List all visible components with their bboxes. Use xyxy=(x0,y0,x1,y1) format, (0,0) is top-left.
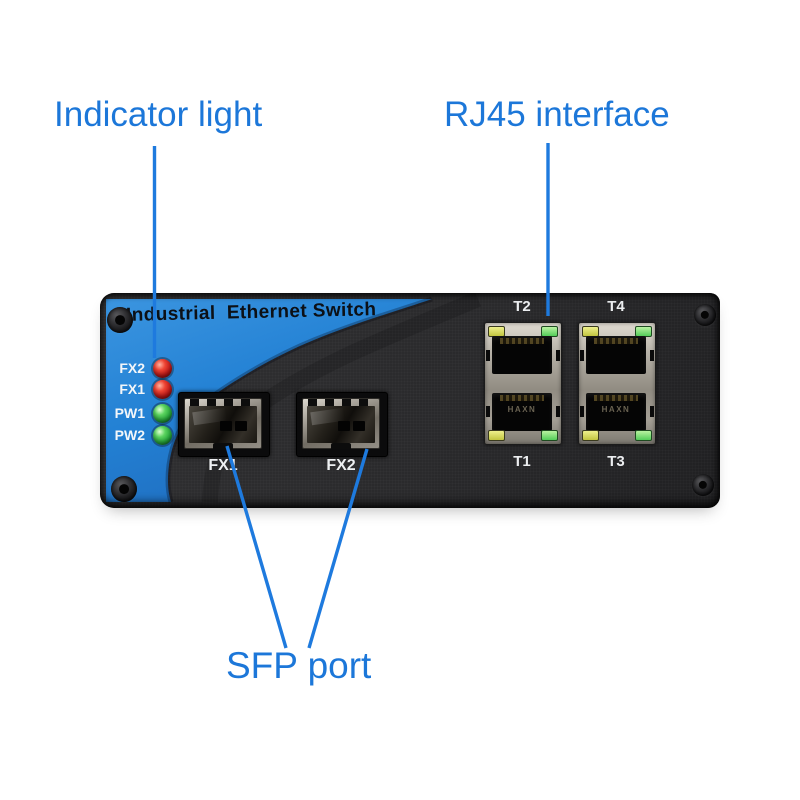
screw-hole xyxy=(115,315,125,325)
led-row-fx1: FX1 xyxy=(108,380,172,399)
screw-bottom-right-icon xyxy=(692,474,714,496)
sfp-port-label: SFP port xyxy=(226,645,372,686)
rj45-t2-contacts xyxy=(500,338,544,344)
screw-hole xyxy=(700,310,710,320)
led-row-pw2: PW2 xyxy=(108,426,172,445)
led-label-fx2: FX2 xyxy=(119,360,145,376)
rj45-t1-green-led xyxy=(541,430,558,441)
rj45-label-t2: T2 xyxy=(513,298,531,315)
blue-panel-shape xyxy=(106,299,432,502)
led-fx1-red-icon xyxy=(153,380,172,399)
ethernet-switch-device: Industrial Ethernet Switch FX2 FX1 PW1 P… xyxy=(100,293,720,508)
rj45-mount-tab xyxy=(486,406,490,417)
rj45-mount-tab xyxy=(580,406,584,417)
rj45-t2-jack-opening xyxy=(492,336,552,374)
rj45-t4-contacts xyxy=(594,338,638,344)
indicator-light-label: Indicator light xyxy=(54,95,263,134)
rj45-t3-yellow-led xyxy=(582,430,599,441)
rj45-label-t4: T4 xyxy=(607,298,625,315)
rj45-mount-tab xyxy=(650,406,654,417)
sfp-fx2-cage-opening xyxy=(307,406,375,443)
led-row-pw1: PW1 xyxy=(108,404,172,423)
screw-top-left-icon xyxy=(107,307,133,333)
sfp-fx1-emi-fingers xyxy=(190,399,256,406)
rj45-t3-green-led xyxy=(635,430,652,441)
rj45-t1-yellow-led xyxy=(488,430,505,441)
rj45-t1-jack-opening: HAXN xyxy=(492,393,552,431)
sfp-fx1-cage-opening xyxy=(189,406,257,443)
led-pw2-green-icon xyxy=(153,426,172,445)
sfp-port-label-fx2: FX2 xyxy=(326,457,356,474)
panel-edge-shading xyxy=(165,296,433,503)
rj45-mount-tab xyxy=(650,350,654,361)
sfp-fx2-bezel xyxy=(302,398,380,449)
sfp-fx2-latch-notch xyxy=(331,443,351,449)
rj45-label-t1: T1 xyxy=(513,453,531,470)
sfp-fx1-bezel xyxy=(184,398,262,449)
screw-hole xyxy=(119,484,129,494)
sfp-port-label-fx1: FX1 xyxy=(208,457,238,474)
rj45-block-left: HAXN xyxy=(484,322,562,445)
led-fx2-red-icon xyxy=(153,359,172,378)
sfp-fx2-fiber-hole xyxy=(338,420,351,431)
sfp-fx1-fiber-hole xyxy=(235,420,248,431)
rj45-mount-tab xyxy=(486,350,490,361)
screw-bottom-left-icon xyxy=(111,476,137,502)
led-label-pw1: PW1 xyxy=(114,405,145,421)
rj45-t3-marking: HAXN xyxy=(601,405,631,414)
sfp-fx2-emi-fingers xyxy=(308,399,374,406)
sfp-fx1-latch-notch xyxy=(213,443,233,449)
screw-hole xyxy=(698,480,708,490)
rj45-interface-label: RJ45 interface xyxy=(444,95,670,134)
rj45-t3-contacts xyxy=(594,395,638,401)
led-pw1-green-icon xyxy=(153,404,172,423)
rj45-t1-contacts xyxy=(500,395,544,401)
rj45-t4-jack-opening xyxy=(586,336,646,374)
rj45-t1-marking: HAXN xyxy=(507,405,537,414)
sfp-port-fx1 xyxy=(178,392,270,457)
rj45-mount-tab xyxy=(556,350,560,361)
rj45-mount-tab xyxy=(580,350,584,361)
rj45-mount-tab xyxy=(556,406,560,417)
sfp-fx2-fiber-hole xyxy=(353,420,366,431)
rj45-block-right: HAXN xyxy=(578,322,656,445)
rj45-label-t3: T3 xyxy=(607,453,625,470)
led-row-fx2: FX2 xyxy=(108,359,172,378)
sfp-fx1-fiber-hole xyxy=(220,420,233,431)
led-label-fx1: FX1 xyxy=(119,381,145,397)
sfp-port-fx2 xyxy=(296,392,388,457)
led-label-pw2: PW2 xyxy=(114,427,145,443)
screw-top-right-icon xyxy=(694,304,716,326)
rj45-t3-jack-opening: HAXN xyxy=(586,393,646,431)
